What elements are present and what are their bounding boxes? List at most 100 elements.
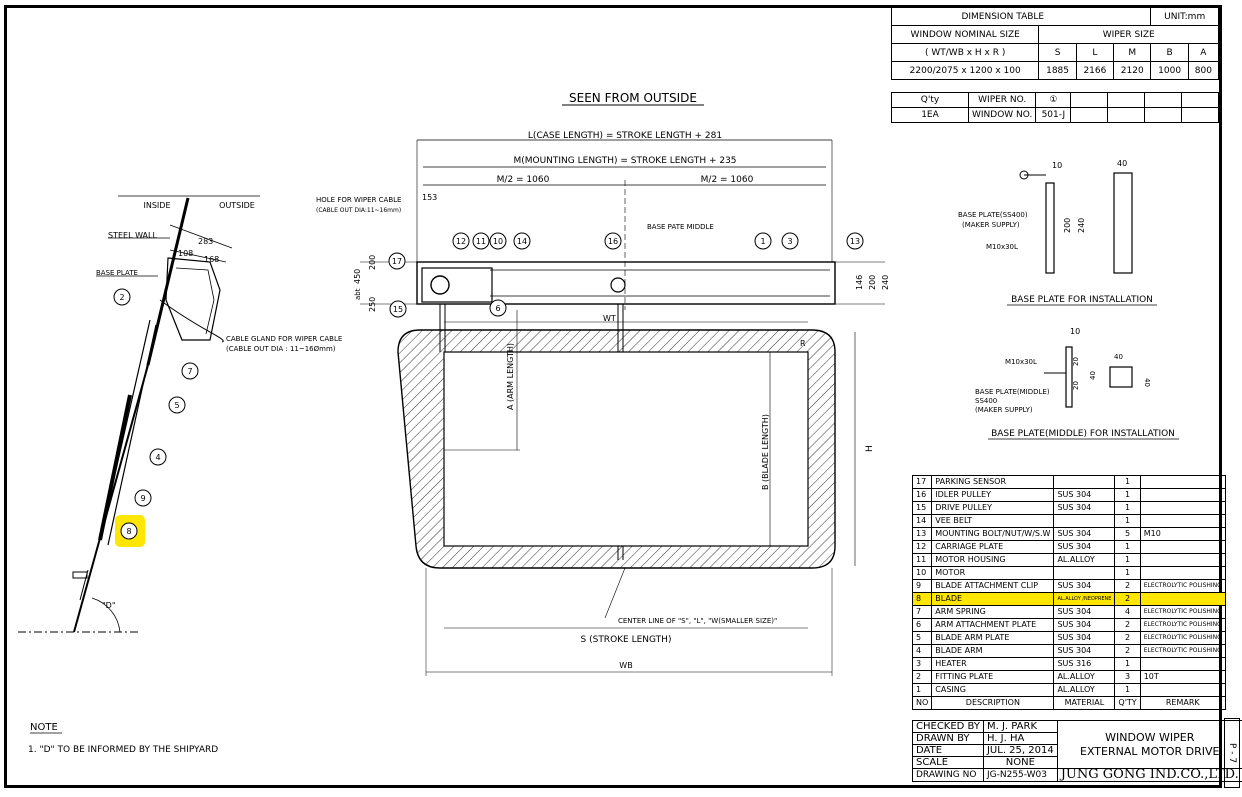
h-label: H [865,445,875,452]
parts-row-rem: M10 [1139,527,1226,541]
parts-row-desc: MOUNTING BOLT/NUT/W/S.W [931,527,1055,541]
wiper-no-label: WIPER NO. [967,92,1037,108]
qty-table: Q'ty WIPER NO. ① 1EA WINDOW NO. 501-J [891,92,1219,123]
parts-row-desc: BLADE ATTACHMENT CLIP [931,579,1055,593]
title-block: CHECKED BY M. J. PARK WINDOW WIPER EXTER… [912,720,1242,782]
parts-row-rem: ELECTROLYTIC POLISHING [1139,631,1226,645]
parts-row-no: 2 [911,670,933,684]
drawing-frame [4,5,1222,788]
qty-value: 1EA [891,107,969,123]
qty-label: Q'ty [891,92,969,108]
dim-240c: 240 [1077,218,1086,233]
base-plate-middle-label: BASE PLATE(MIDDLE) [975,388,1050,396]
balloon-1: 1 [760,237,765,246]
m-half-right-label: M/2 = 1060 [701,175,754,185]
parts-row-qty: 1 [1114,501,1141,515]
value-l: 2166 [1075,61,1115,80]
parts-row-qty: 1 [1114,553,1141,567]
parts-row-mat: SUS 316 [1053,657,1116,671]
parts-row-mat: AL.ALLOY [1053,553,1116,567]
parts-row-mat: SUS 304 [1053,501,1116,515]
parts-row-qty: 2 [1114,579,1141,593]
balloon-17: 17 [392,257,402,266]
parts-row-no: 1 [911,683,933,697]
col-a: A [1187,43,1220,62]
arm-length-label: A (ARM LENGTH) [506,343,515,410]
case-length-label: L(CASE LENGTH) = STROKE LENGTH + 281 [528,131,722,141]
dim-250: 250 [368,297,377,312]
value-m: 2120 [1113,61,1152,80]
parts-row-desc: BLADE [931,592,1055,606]
wt-label: WT [603,314,616,323]
maker-supply-2-label: (MAKER SUPPLY) [975,406,1033,414]
parts-row-rem: ELECTROLYTIC POLISHING [1139,579,1226,593]
dim-450: 450 [353,269,362,284]
drawing-title: WINDOW WIPER EXTERNAL MOTOR DRIVE [1056,720,1242,769]
parts-row-mat: AL.ALLOY [1053,683,1116,697]
blade-length-label: B (BLADE LENGTH) [761,414,770,490]
parts-row-rem [1139,592,1226,606]
balloon-8: 8 [126,527,131,536]
drawing-no-label: DRAWING NO [912,768,984,782]
balloon-14: 14 [517,237,527,246]
balloon-7: 7 [187,367,192,376]
balloon-15: 15 [393,305,403,314]
col-l: L [1075,43,1115,62]
dim-40b: 40 [1089,371,1097,380]
parts-row-rem [1139,657,1226,671]
dim-10b: 10 [1070,327,1080,336]
parts-row-rem [1139,540,1226,554]
parts-row-desc: MOTOR [931,566,1055,580]
cable-out-dia-label: (CABLE OUT DIA:11~16mm) [316,207,401,214]
col-s: S [1038,43,1077,62]
parts-row-no: 10 [911,566,933,580]
base-plate-ss400-label: BASE PLATE(SS400) [958,211,1028,219]
parts-row-qty: 1 [1114,683,1141,697]
company-name: JUNG GONG IND.CO.,LTD. [1056,768,1242,782]
parts-row-no: 17 [911,475,933,489]
value-a: 800 [1187,61,1220,80]
parts-row-desc: VEE BELT [931,514,1055,528]
inside-label: INSIDE [144,201,171,210]
dim-40d: 40 [1143,378,1151,387]
hole-wiper-cable-label: HOLE FOR WIPER CABLE [316,196,401,204]
parts-row-qty: 1 [1114,475,1141,489]
parts-row-rem [1139,475,1226,489]
parts-row-mat: SUS 304 [1053,605,1116,619]
parts-row-no: 7 [911,605,933,619]
outside-label: OUTSIDE [219,201,255,210]
balloon-3: 3 [787,237,792,246]
base-plate-middle-install-title: BASE PLATE(MIDDLE) FOR INSTALLATION [991,429,1175,439]
window-no-label: WINDOW NO. [967,107,1037,123]
value-b: 1000 [1150,61,1189,80]
drawing-title-line-1: WINDOW WIPER [1105,730,1195,744]
date-label: DATE [912,744,984,757]
parts-row-desc: CASING [931,683,1055,697]
parts-row-rem [1139,488,1226,502]
parts-row-no: 13 [911,527,933,541]
parts-row-no: 5 [911,631,933,645]
parts-row-no: 12 [911,540,933,554]
parts-row-qty: 1 [1114,566,1141,580]
unit-label: UNIT:mm [1150,7,1219,26]
balloon-13: 13 [850,237,860,246]
value-s: 1885 [1038,61,1077,80]
balloon-2: 2 [119,293,124,302]
parts-row-mat: SUS 304 [1053,488,1116,502]
parts-row-mat [1053,475,1116,489]
col-b: B [1150,43,1189,62]
drawn-by-label: DRAWN BY [912,732,984,745]
parts-row-desc: CARRIAGE PLATE [931,540,1055,554]
dimension-table: DIMENSION TABLE UNIT:mm WINDOW NOMINAL S… [890,7,1220,80]
formula-cell: ( WT/WB x H x R ) [890,43,1040,62]
m-half-left-label: M/2 = 1060 [497,175,550,185]
